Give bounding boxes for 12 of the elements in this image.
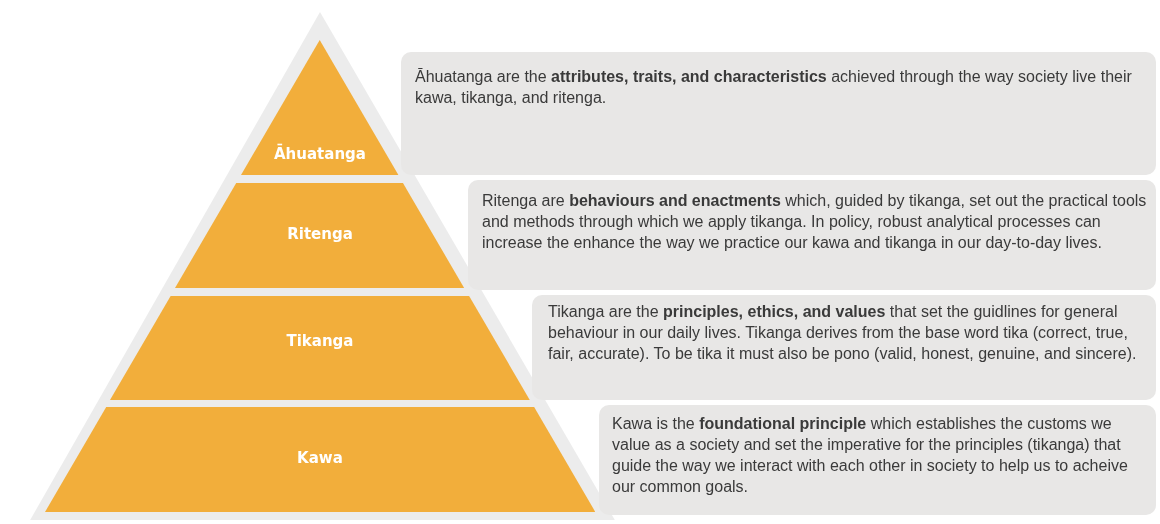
description-text: Tikanga are the principles, ethics, and values that set the guidlines for general behaviour in our daily lives. Tikanga derives from the base word tika (correct, true, fair, accurate). To be tika it must also be pono (valid, honest, genuine, and sincere).	[548, 302, 1138, 364]
tier-label: Kawa	[296, 449, 344, 467]
description-text: Ritenga are behaviours and enactments which, guided by tikanga, set out the practical tools and methods through which we apply tikanga. In policy, robust analytical processes can increase the enhance the way we practice our kawa and tikanga in our day-to-day lives.	[482, 191, 1148, 253]
tier-label: Ritenga	[286, 225, 354, 243]
description-text: Āhuatanga are the attributes, traits, and characteristics achieved through the way society live their kawa, tikanga, and ritenga.	[415, 67, 1133, 108]
description-text: Kawa is the foundational principle which establishes the customs we value as a society and set the imperative for the principles (tikanga) that guide the way we interact with each other in society to help us to acheive our common goals.	[612, 414, 1129, 497]
description-panel	[401, 52, 1156, 175]
tier-label: Tikanga	[285, 332, 355, 350]
description-panel	[532, 295, 1156, 400]
description-panel	[599, 405, 1156, 515]
description-panel	[468, 180, 1156, 290]
tier-label: Āhuatanga	[273, 145, 367, 163]
